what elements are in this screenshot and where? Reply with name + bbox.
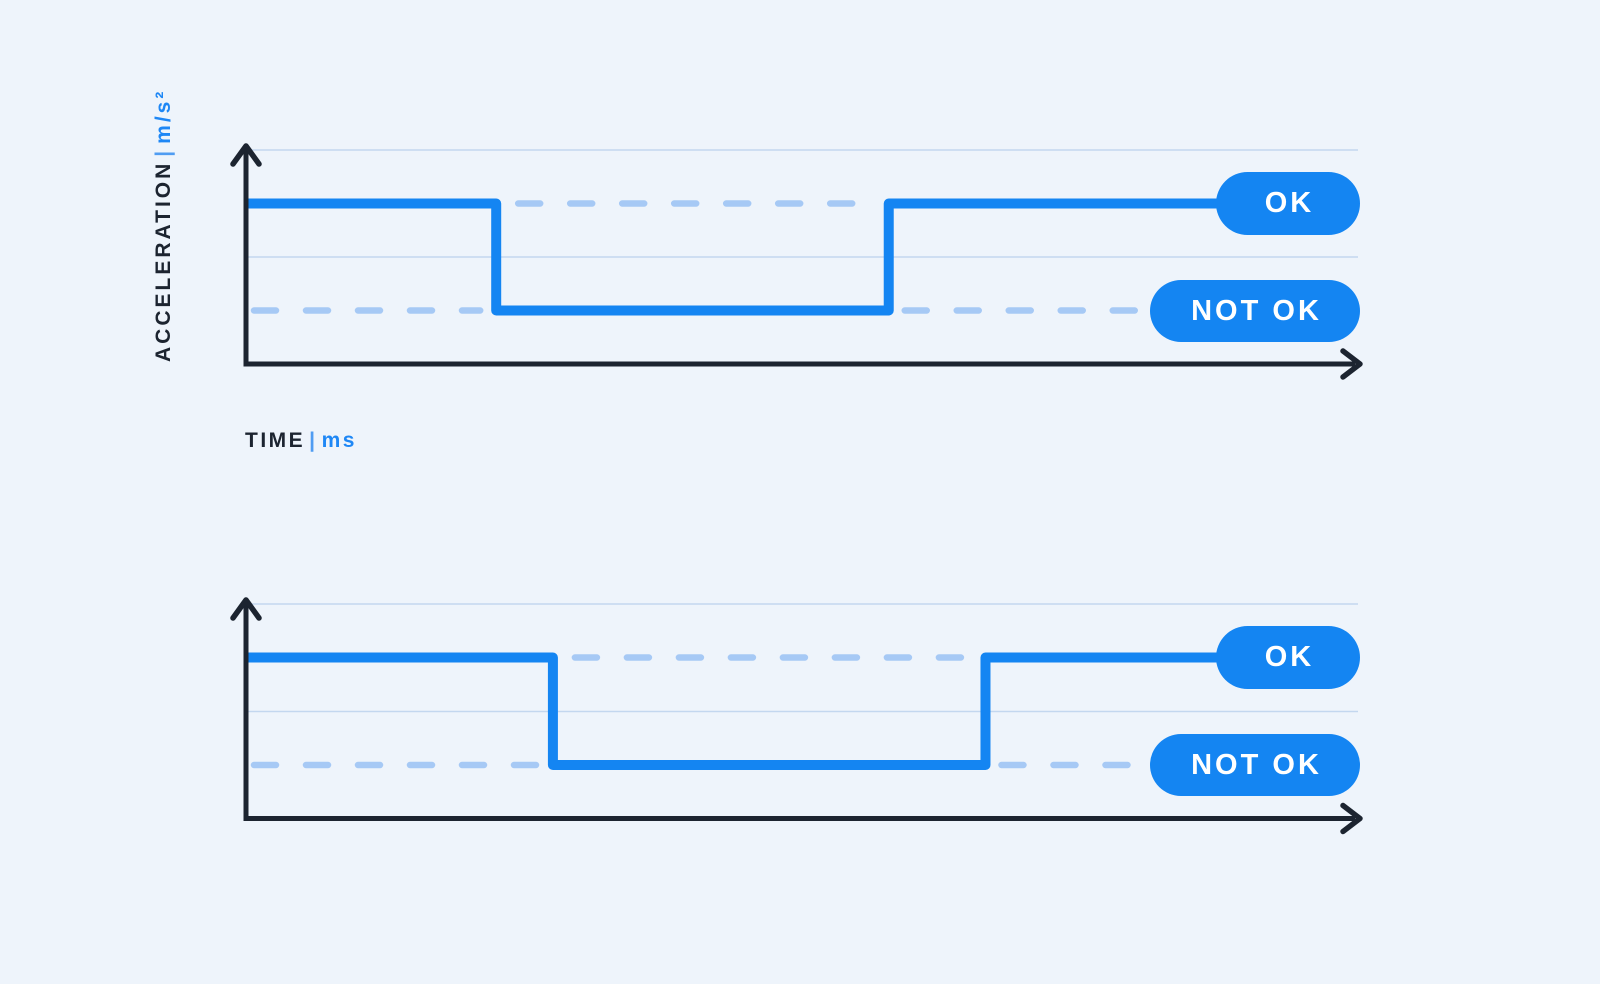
x-axis-arrowhead-icon (1340, 348, 1363, 380)
y-axis-separator: | (152, 147, 175, 157)
not-ok-pill: NOT OK (1150, 734, 1360, 796)
x-axis-separator: | (309, 429, 318, 452)
y-axis-title: ACCELERATION (152, 160, 175, 362)
x-axis-title: TIME (245, 429, 306, 452)
ok-pill: OK (1216, 172, 1360, 235)
acceleration-signal-line (246, 652, 1250, 770)
y-axis-arrowhead-icon (230, 143, 262, 167)
ok-pill: OK (1216, 626, 1360, 689)
x-axis-label: TIME|ms (245, 429, 357, 453)
y-axis-arrowhead-icon (230, 597, 262, 621)
x-axis-unit: ms (321, 429, 357, 452)
y-axis-label: ACCELERATION | m/s² (152, 89, 176, 362)
not-ok-pill: NOT OK (1150, 280, 1360, 342)
acceleration-signal-line (246, 198, 1250, 316)
y-axis-unit: m/s² (152, 88, 175, 144)
x-axis-arrowhead-icon (1340, 802, 1363, 835)
